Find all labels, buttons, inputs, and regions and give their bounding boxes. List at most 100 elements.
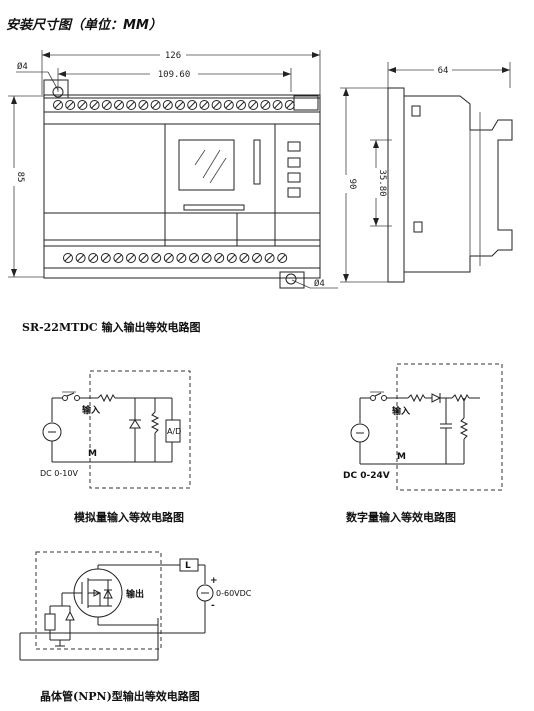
terminal-screw-slot xyxy=(127,101,135,109)
terminal-screw-slot xyxy=(152,254,160,262)
terminal-screw xyxy=(126,100,137,110)
terminal-screw-slot xyxy=(190,254,198,262)
terminal-screw xyxy=(77,100,88,110)
terminal-screw-slot xyxy=(213,101,220,109)
terminal-screw-slot xyxy=(176,101,184,109)
digital-common-label: M xyxy=(397,452,406,462)
terminal-screw xyxy=(272,100,283,110)
digital-input-label: 输入 xyxy=(392,405,410,417)
terminal-screw xyxy=(239,253,250,263)
supply-plus-label: + xyxy=(210,576,218,586)
terminal-screw-slot xyxy=(115,254,122,262)
terminal-screw-slot xyxy=(241,254,248,262)
terminal-screw xyxy=(201,253,212,263)
terminal-screw xyxy=(187,100,198,110)
analog-input-circuit xyxy=(42,370,191,489)
side-view: 64 90 35.80 xyxy=(340,62,513,283)
terminal-screw-slot xyxy=(249,101,257,109)
terminal-screw xyxy=(176,253,187,263)
terminal-screw xyxy=(75,253,86,263)
terminal-screw xyxy=(89,100,100,110)
terminal-screw-slot xyxy=(253,254,261,262)
terminal-screw xyxy=(100,253,111,263)
terminal-screw-slot xyxy=(228,254,236,262)
terminal-screw-slot xyxy=(266,254,273,262)
terminal-screws-bottom xyxy=(63,253,288,263)
terminal-screw-slot xyxy=(178,254,185,262)
dim-width-outer: 126 xyxy=(165,51,181,61)
terminal-screw-slot xyxy=(115,101,123,109)
terminal-screw xyxy=(211,100,222,110)
analog-input-label: 输入 xyxy=(82,404,100,416)
terminal-screw xyxy=(63,253,73,263)
terminal-screw-slot xyxy=(102,254,110,262)
terminal-screw-slot xyxy=(140,254,147,262)
terminal-screw xyxy=(138,253,149,263)
load-label: L xyxy=(185,561,191,571)
digital-caption: 数字量输入等效电路图 xyxy=(346,510,456,524)
terminal-screw xyxy=(65,100,76,110)
terminal-screw-slot xyxy=(225,101,233,109)
terminal-screw xyxy=(223,100,234,110)
terminal-screw-slot xyxy=(274,101,281,109)
terminal-screw xyxy=(114,100,124,110)
supply-minus-label: - xyxy=(211,601,215,611)
analog-common-label: M xyxy=(88,449,97,459)
terminal-screw-slot xyxy=(152,101,159,109)
page-title: 安装尺寸图（单位：MM） xyxy=(6,17,162,33)
adc-label: A/D xyxy=(167,427,181,436)
terminal-screw xyxy=(189,253,199,263)
terminal-screw-slot xyxy=(188,101,196,109)
terminal-screw xyxy=(113,253,124,263)
terminal-screw-slot xyxy=(201,101,208,109)
terminal-screw xyxy=(264,253,275,263)
terminal-screw xyxy=(199,100,210,110)
terminal-screw xyxy=(101,100,112,110)
terminal-screw-slot xyxy=(54,101,62,109)
terminal-screw xyxy=(150,100,161,110)
terminal-screw xyxy=(53,100,63,110)
terminal-screw-slot xyxy=(64,254,72,262)
hole-top-label: Ø4 xyxy=(17,61,28,72)
terminal-screw xyxy=(214,253,225,263)
terminal-screw-slot xyxy=(262,101,269,109)
terminal-screw-slot xyxy=(79,101,86,109)
terminal-screw xyxy=(163,253,174,263)
terminal-screw-slot xyxy=(89,254,97,262)
dim-width-holes: 109.60 xyxy=(158,70,191,80)
front-view: 126 109.60 85 Ø4 Ø4 xyxy=(8,48,338,289)
terminal-screw xyxy=(175,100,185,110)
terminal-screws-top xyxy=(53,100,295,110)
hole-bottom-label: Ø4 xyxy=(314,278,325,289)
terminal-screw-slot xyxy=(103,101,111,109)
terminal-screw xyxy=(284,100,295,110)
terminal-screw-slot xyxy=(165,254,173,262)
terminal-screw-slot xyxy=(278,254,286,262)
terminal-screw xyxy=(126,253,136,263)
mounting-hole-bottom xyxy=(285,273,297,285)
transistor-output-label: 输出 xyxy=(126,588,144,600)
terminal-screw-slot xyxy=(164,101,172,109)
digital-source-label: DC 0-24V xyxy=(343,471,390,481)
terminal-screw-slot xyxy=(286,101,294,109)
terminal-screw-slot xyxy=(91,101,98,109)
terminal-screw-slot xyxy=(66,101,74,109)
terminal-screw xyxy=(248,100,259,110)
analog-caption: 模拟量输入等效电路图 xyxy=(74,510,184,524)
dim-side-inner: 35.80 xyxy=(377,169,387,196)
transistor-output-circuit xyxy=(19,551,214,661)
transistor-caption: 晶体管(NPN)型输出等效电路图 xyxy=(40,689,200,703)
terminal-screw-slot xyxy=(215,254,223,262)
equivalent-circuit-title: SR-22MTDC 输入输出等效电路图 xyxy=(22,320,200,334)
terminal-screw-slot xyxy=(140,101,147,109)
terminal-screw xyxy=(226,253,237,263)
terminal-screw xyxy=(162,100,173,110)
terminal-screw-slot xyxy=(203,254,210,262)
terminal-screw xyxy=(277,253,288,263)
terminal-screw-slot xyxy=(77,254,84,262)
supply-voltage-label: 0-60VDC xyxy=(216,589,252,598)
terminal-screw-slot xyxy=(127,254,135,262)
terminal-screw xyxy=(138,100,149,110)
dim-height: 85 xyxy=(15,172,25,183)
dim-depth: 64 xyxy=(438,66,449,76)
